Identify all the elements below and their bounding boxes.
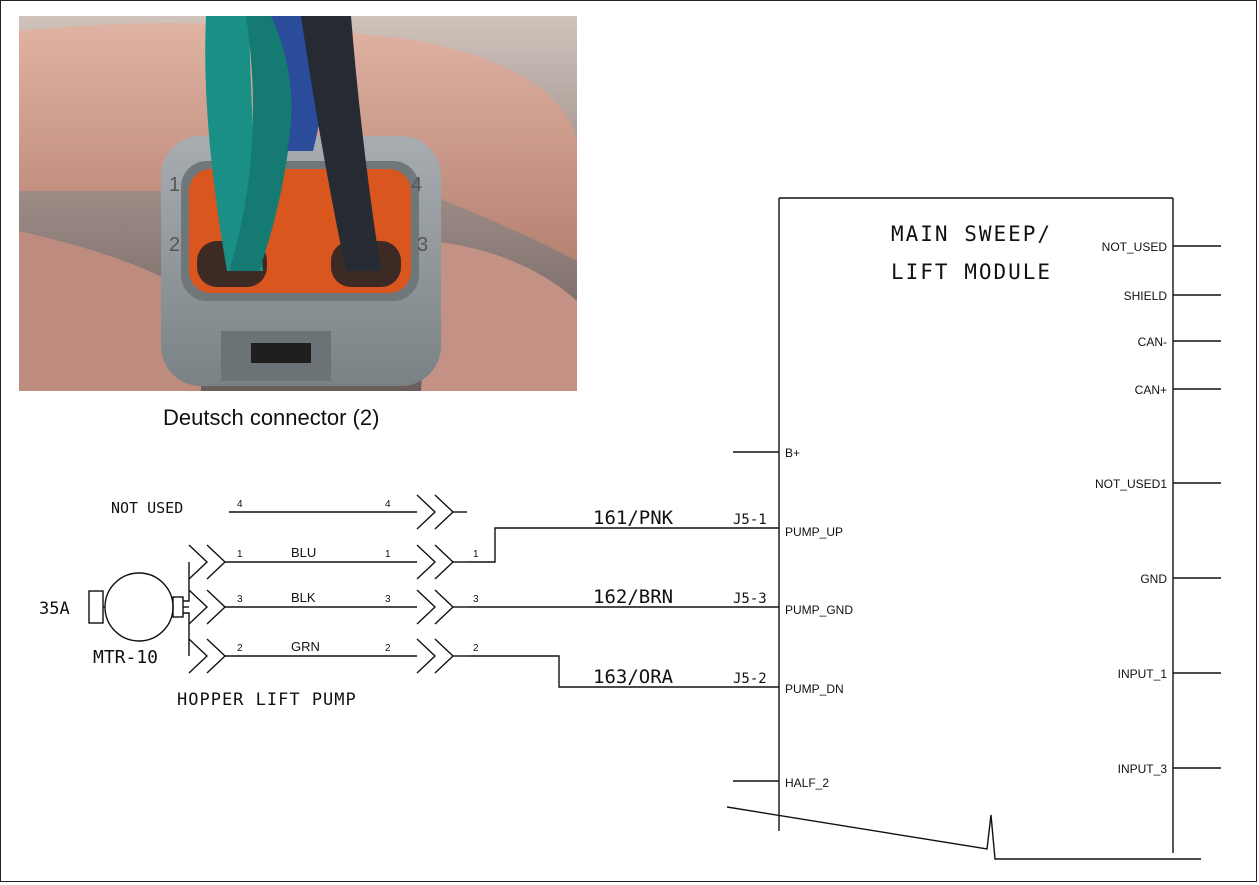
pin-gnd: GND [1140, 572, 1167, 586]
pin-pump-up: PUMP_UP [785, 525, 843, 539]
motor-connector [188, 544, 227, 674]
pin-can-minus: CAN- [1138, 335, 1167, 349]
row-mid-pin-3: 3 [385, 594, 391, 605]
row-right-pin-3: 3 [473, 594, 479, 605]
row-mid-pin-4: 4 [385, 499, 391, 510]
module-wires: 161/PNK 162/BRN 163/ORA J5-1 J5-3 J5-2 [467, 507, 779, 688]
jpin-j5-2: J5-2 [733, 671, 767, 687]
pin-b-plus: B+ [785, 446, 800, 460]
cavity-2: 2 [169, 234, 180, 256]
mid-connector [416, 494, 467, 674]
photo-caption: Deutsch connector (2) [163, 405, 380, 430]
wire-label-161: 161/PNK [593, 507, 674, 529]
cavity-1: 1 [169, 174, 180, 196]
module-title-line1: MAIN SWEEP/ [891, 222, 1052, 246]
pin-not-used: NOT_USED [1102, 240, 1168, 254]
pin-input-3: INPUT_3 [1118, 762, 1168, 776]
pin-can-plus: CAN+ [1135, 383, 1167, 397]
wire-label-163: 163/ORA [593, 666, 674, 688]
jpin-j5-1: J5-1 [733, 512, 767, 528]
not-used-label: NOT USED [111, 499, 183, 517]
motor-mtr-10: 35A MTR-10 HOPPER LIFT PUMP [39, 562, 357, 710]
row-pin-3: 3 [237, 594, 243, 605]
harness-rows: NOT USED 4 4 1 BLU 1 1 3 BLK 3 3 2 GRN 2… [111, 499, 479, 657]
row-right-pin-1: 1 [473, 549, 479, 560]
row-pin-1: 1 [237, 549, 243, 560]
right-pins: NOT_USED SHIELD CAN- CAN+ NOT_USED1 GND … [1095, 240, 1221, 776]
row-right-pin-2: 2 [473, 643, 479, 654]
pin-half-2: HALF_2 [785, 776, 829, 790]
main-module: MAIN SWEEP/ LIFT MODULE [726, 197, 1201, 860]
jpin-j5-3: J5-3 [733, 591, 767, 607]
left-pins: B+ PUMP_UP PUMP_GND PUMP_DN HALF_2 [733, 446, 853, 790]
pin-not-used1: NOT_USED1 [1095, 477, 1167, 491]
row-color-grn: GRN [291, 639, 320, 654]
fuse-label: 35A [39, 599, 70, 619]
motor-name: MTR-10 [93, 647, 158, 668]
row-color-blu: BLU [291, 545, 316, 560]
wire-label-162: 162/BRN [593, 586, 673, 608]
cavity-3: 3 [417, 234, 428, 256]
pin-input-1: INPUT_1 [1118, 667, 1168, 681]
row-pin-2: 2 [237, 643, 243, 654]
pin-pump-dn: PUMP_DN [785, 682, 844, 696]
row-pin-4: 4 [237, 499, 243, 510]
pin-shield: SHIELD [1124, 289, 1168, 303]
motor-description: HOPPER LIFT PUMP [177, 690, 357, 710]
pin-pump-gnd: PUMP_GND [785, 603, 853, 617]
module-title-line2: LIFT MODULE [891, 260, 1052, 284]
row-color-blk: BLK [291, 590, 316, 605]
row-mid-pin-2: 2 [385, 643, 391, 654]
wire-black [301, 16, 381, 271]
cavity-4: 4 [411, 174, 422, 196]
row-mid-pin-1: 1 [385, 549, 391, 560]
